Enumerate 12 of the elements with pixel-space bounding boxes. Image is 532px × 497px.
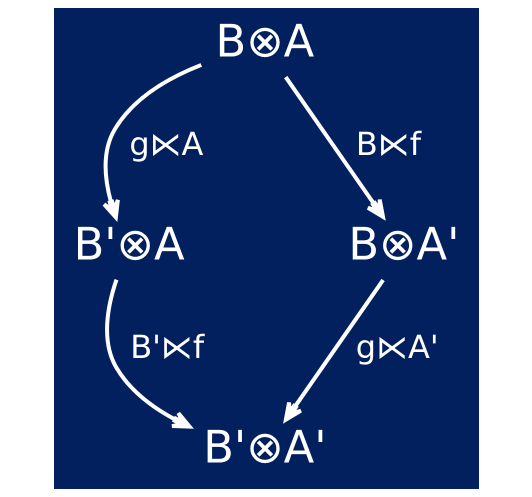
edge-label: B'⋉f bbox=[130, 328, 204, 366]
arrow bbox=[102, 63, 202, 220]
arrow bbox=[104, 279, 192, 429]
node-text: B'⊗A bbox=[73, 218, 184, 271]
node-text: B'⊗A' bbox=[202, 420, 326, 474]
arrow bbox=[283, 278, 384, 422]
node-text: B⊗A bbox=[215, 14, 314, 68]
edge-label: g⋉A bbox=[128, 125, 203, 164]
node-text: B⊗A' bbox=[348, 218, 459, 271]
edge-label: B⋉f bbox=[355, 125, 420, 164]
edge-label: g⋉A' bbox=[355, 328, 438, 366]
arrow bbox=[284, 76, 384, 219]
